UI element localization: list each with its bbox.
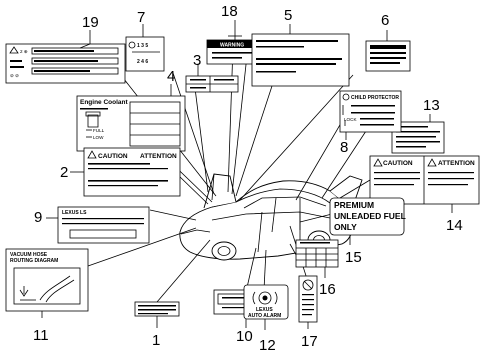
callout-11: 11 (33, 327, 49, 344)
label-14-caution: CAUTION (383, 160, 413, 167)
callout-2: 2 (60, 164, 68, 181)
svg-text:2 ⊕: 2 ⊕ (20, 49, 28, 54)
label-4-title: Engine Coolant (80, 99, 129, 106)
callout-15: 15 (345, 249, 362, 266)
label-15: PREMIUM UNLEADED FUEL ONLY (329, 197, 406, 245)
label-6 (365, 30, 411, 72)
svg-text:⊘ ⊘: ⊘ ⊘ (10, 73, 19, 78)
label-15-line3: ONLY (334, 222, 357, 232)
label-15-line2: UNLEADED FUEL (334, 211, 406, 221)
label-8-lock: LOCK (344, 117, 357, 122)
label-19: 2 ⊕ ⊘ ⊘ (5, 30, 126, 84)
label-2-attention: ATTENTION (140, 153, 177, 160)
callout-1: 1 (152, 332, 160, 349)
callout-14: 14 (446, 217, 463, 234)
label-2: CAUTION ATTENTION (70, 147, 181, 197)
callout-5: 5 (284, 7, 292, 24)
label-14-attention: ATTENTION (438, 160, 475, 167)
label-18-title: WARNING (220, 43, 244, 49)
label-3 (185, 64, 239, 93)
label-14: CAUTION ATTENTION (369, 155, 480, 213)
callout-10: 10 (236, 328, 253, 345)
label-7-bottom-digits: 2 4 6 (137, 59, 148, 65)
callout-3: 3 (193, 52, 201, 69)
callout-18: 18 (221, 3, 238, 20)
label-12-line2: AUTO ALARM (248, 313, 281, 319)
callout-12: 12 (259, 337, 276, 354)
label-4-low: LOW (93, 135, 104, 140)
label-4: Engine Coolant FULL LOW (76, 84, 186, 152)
label-9: LEXUS LS (46, 206, 150, 244)
callout-9: 9 (34, 209, 42, 226)
callout-17: 17 (301, 333, 318, 350)
callout-16: 16 (319, 281, 336, 298)
label-5 (251, 24, 350, 87)
label-8: CHILD PROTECTOR LOCK (339, 90, 402, 140)
label-11: VACUUM HOSE ROUTING DIAGRAM (5, 248, 89, 318)
label-15-line1: PREMIUM (334, 200, 374, 210)
label-11-title-2: ROUTING DIAGRAM (10, 258, 58, 264)
label-12: LEXUS AUTO ALARM (243, 284, 289, 330)
label-11-title-1: VACUUM HOSE (10, 252, 48, 258)
callout-19: 19 (82, 14, 99, 31)
label-1 (134, 301, 180, 328)
label-13 (391, 114, 445, 154)
label-16 (295, 239, 339, 278)
label-7-top-digits: 1 3 5 (137, 43, 148, 49)
callout-13: 13 (423, 97, 440, 114)
callout-7: 7 (137, 9, 145, 26)
callout-8: 8 (340, 139, 348, 156)
label-4-full: FULL (93, 128, 105, 133)
label-17 (298, 275, 318, 329)
label-8-title: CHILD PROTECTOR (351, 95, 399, 101)
label-12-line1: LEXUS (256, 307, 273, 313)
callout-6: 6 (381, 12, 389, 29)
label-9-title: LEXUS LS (62, 210, 87, 216)
label-7: 1 3 5 2 4 6 (125, 24, 165, 72)
callout-4: 4 (167, 68, 175, 85)
label-2-caution: CAUTION (98, 153, 128, 160)
